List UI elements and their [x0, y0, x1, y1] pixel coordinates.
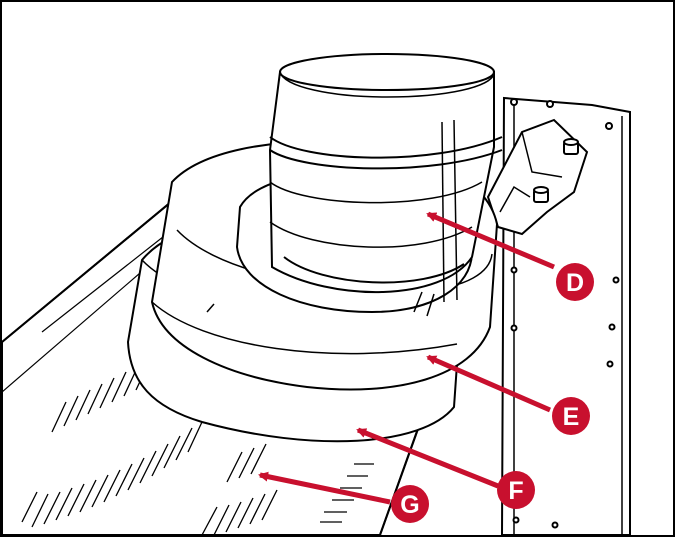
- callout-d-label: D: [566, 269, 584, 297]
- callout-e: E: [552, 397, 590, 435]
- support-bracket: [486, 118, 589, 236]
- callout-g: G: [391, 485, 429, 523]
- arrow-f: [356, 427, 499, 489]
- arrow-e: [426, 354, 551, 413]
- callout-e-label: E: [563, 403, 580, 431]
- callout-f: F: [497, 471, 535, 509]
- callout-f-label: F: [508, 477, 523, 505]
- callout-d: D: [556, 263, 594, 301]
- connector-pipe: [268, 53, 503, 317]
- leader-arrows: [258, 211, 555, 505]
- pipe-hatching: [21, 353, 374, 535]
- callout-g-label: G: [400, 491, 419, 519]
- arrow-g: [258, 471, 391, 505]
- arrow-d: [426, 211, 555, 270]
